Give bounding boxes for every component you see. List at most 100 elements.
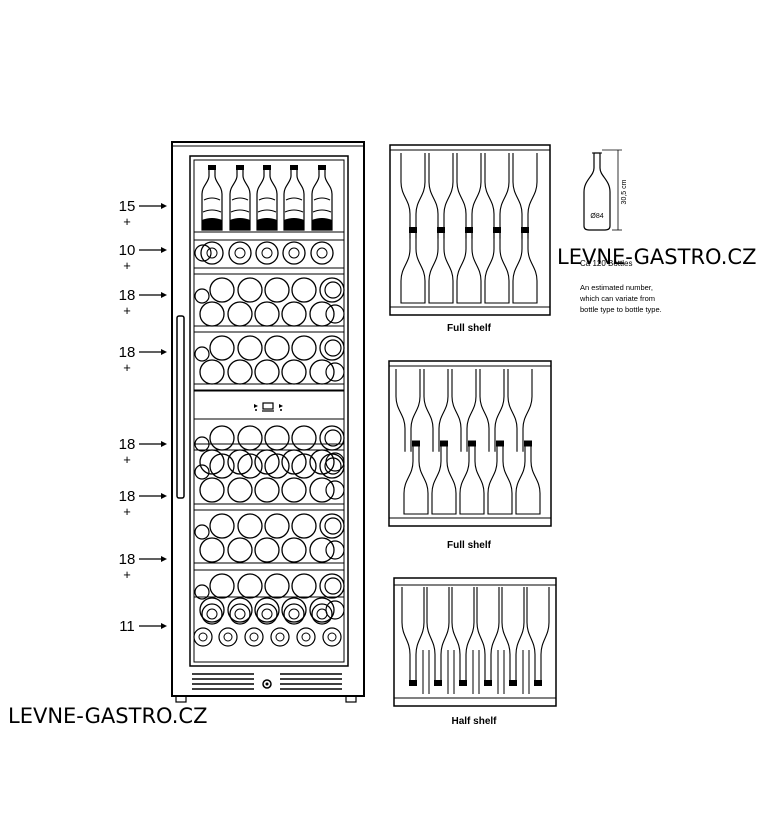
bottle [487, 440, 513, 515]
plus-sign: + [123, 214, 131, 229]
stacked-shelf [194, 453, 345, 503]
shelf-count: 18 [119, 287, 136, 304]
bottle [515, 440, 541, 515]
bottle [456, 227, 482, 304]
display-icon [262, 402, 274, 412]
bottle [423, 369, 449, 452]
bottle-dimension-drawing: 30,5 cm Ø84 [583, 149, 628, 231]
plus-sign: + [123, 303, 131, 318]
note-line-2: which can variate from [579, 294, 655, 303]
bottle-end [228, 241, 252, 265]
bottle-neck [472, 650, 480, 694]
bottle [501, 587, 525, 686]
arrow-icon [161, 493, 167, 499]
shelf-count: 18 [119, 551, 136, 568]
stacked-shelf [194, 335, 345, 385]
plus-sign: + [123, 504, 131, 519]
door-handle [176, 315, 185, 499]
standing-bottle [256, 165, 278, 231]
stacked-shelf [194, 573, 345, 623]
shelf-capacity-labels: 15+10+18+18+18+18+18+11 [119, 198, 167, 635]
watermark-bottom-left: LEVNE-GASTRO.CZ [8, 704, 207, 728]
bottle-end [255, 241, 279, 265]
foot-left [175, 695, 187, 703]
wine-cabinet-front-view [171, 141, 365, 703]
bottle [484, 227, 510, 304]
bottle [476, 587, 500, 686]
capacity-label: Ca 120 Bottles [580, 259, 632, 268]
stacked-shelf [194, 277, 345, 327]
shelf-count: 10 [119, 242, 136, 259]
shelf-count: 15 [119, 198, 136, 215]
arrow-icon [161, 292, 167, 298]
shelf-count: 11 [119, 618, 135, 635]
shelf-count: 18 [119, 488, 136, 505]
plus-sign: + [123, 567, 131, 582]
shelf-label: 10+ [119, 242, 167, 273]
bottle-neck [447, 650, 455, 694]
bottle [512, 153, 538, 239]
bottle [400, 153, 426, 239]
arrow-icon [161, 203, 167, 209]
bottle [395, 369, 421, 452]
bottle [426, 587, 450, 686]
standing-bottle [229, 165, 251, 231]
foot-right [345, 695, 357, 703]
bottle [484, 153, 510, 239]
cabinet-shelves [193, 165, 345, 647]
bottle [507, 369, 533, 452]
standing-bottle [311, 165, 333, 231]
shelf-count: 18 [119, 344, 136, 361]
bottle [456, 153, 482, 239]
shelf-label: 15+ [119, 198, 167, 229]
bottle-end [310, 241, 334, 265]
snowflake-icon [254, 404, 258, 411]
shelf-label: 18+ [119, 551, 167, 582]
shelf-label: 11 [119, 618, 167, 635]
panel-caption-2: Full shelf [447, 540, 492, 551]
bottle [479, 369, 505, 452]
light-icon [279, 404, 283, 411]
watermark-top-right: LEVNE-GASTRO.CZ [557, 245, 756, 269]
bottle-neck [522, 650, 530, 694]
arrow-icon [161, 441, 167, 447]
arrow-icon [161, 556, 167, 562]
bottle-diameter-label: Ø84 [590, 213, 603, 220]
plus-sign: + [123, 258, 131, 273]
standing-bottle [201, 165, 223, 231]
arrow-icon [161, 623, 167, 629]
arrow-icon [161, 247, 167, 253]
bottle [400, 227, 426, 304]
bottle-height-label: 30,5 cm [621, 179, 628, 204]
bottle [401, 587, 425, 686]
control-panel [254, 402, 283, 412]
ventilation-grille [192, 673, 342, 690]
shelf-label: 18+ [119, 488, 167, 519]
standing-bottle [283, 165, 305, 231]
plus-sign: + [123, 452, 131, 467]
bottle [451, 587, 475, 686]
arrow-icon [161, 349, 167, 355]
bottle-end [200, 241, 224, 265]
shelf-label: 18+ [119, 436, 167, 467]
panel-caption-3: Half shelf [451, 716, 497, 727]
bottle [512, 227, 538, 304]
plus-sign: + [123, 360, 131, 375]
stacked-shelf [194, 513, 345, 563]
bottle-neck [497, 650, 505, 694]
bottle [428, 153, 454, 239]
full-shelf-panel-1 [389, 144, 551, 316]
bottle [526, 587, 550, 686]
stacked-shelf [194, 425, 345, 475]
lock-icon [262, 679, 272, 689]
shelf-label: 18+ [119, 344, 167, 375]
bottle [403, 440, 429, 515]
bottle-end [282, 241, 306, 265]
bottle-neck [422, 650, 430, 694]
half-shelf-panel [393, 577, 557, 707]
bottle [428, 227, 454, 304]
shelf-count: 18 [119, 436, 136, 453]
panel-caption-1: Full shelf [447, 323, 492, 334]
note-line-1: An estimated number, [580, 283, 653, 292]
